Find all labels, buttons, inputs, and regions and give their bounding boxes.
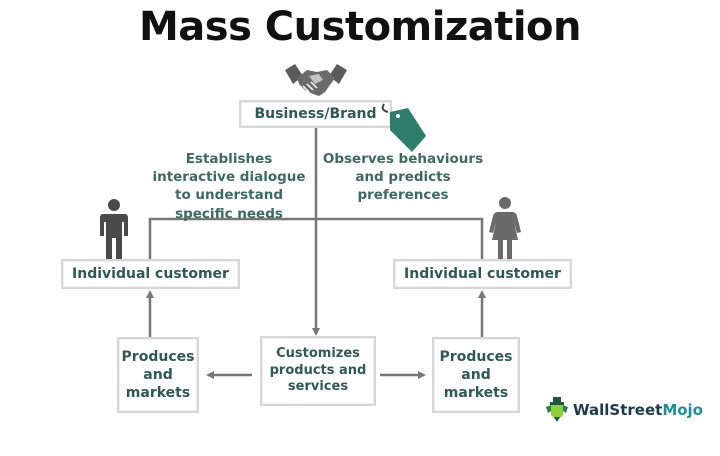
business-brand-label: Business/Brand — [254, 105, 377, 122]
annotation-right: Observes behaviours and predicts prefere… — [322, 151, 484, 204]
line-to-right-customer — [316, 217, 484, 261]
price-tag-icon — [378, 100, 430, 160]
logo-text-mojo: Mojo — [662, 401, 703, 419]
produces-markets-right-label: Produces and markets — [439, 348, 513, 402]
woman-icon — [488, 196, 522, 266]
line-to-left-customer — [148, 217, 316, 261]
produces-markets-right-box: Produces and markets — [432, 337, 520, 413]
business-brand-box: Business/Brand — [239, 100, 392, 128]
individual-customer-right-label: Individual customer — [404, 265, 561, 282]
produces-markets-left-box: Produces and markets — [117, 337, 199, 413]
diagram-title: Mass Customization — [138, 4, 582, 50]
individual-customer-left-box: Individual customer — [61, 259, 240, 289]
customizes-label: Customizes products and services — [269, 345, 367, 395]
handshake-icon — [283, 62, 349, 104]
wallstreetmojo-logo: WallStreetMojo — [545, 397, 703, 423]
individual-customer-right-box: Individual customer — [393, 259, 572, 289]
customizes-box: Customizes products and services — [260, 336, 376, 406]
logo-mascot-icon — [546, 397, 568, 422]
logo-text-wallstreet: WallStreet — [573, 401, 663, 419]
produces-markets-left-label: Produces and markets — [121, 348, 195, 402]
man-icon — [98, 198, 130, 266]
individual-customer-left-label: Individual customer — [72, 265, 229, 282]
logo-text: WallStreetMojo — [573, 401, 703, 419]
annotation-left: Establishes interactive dialogue to unde… — [152, 151, 306, 222]
